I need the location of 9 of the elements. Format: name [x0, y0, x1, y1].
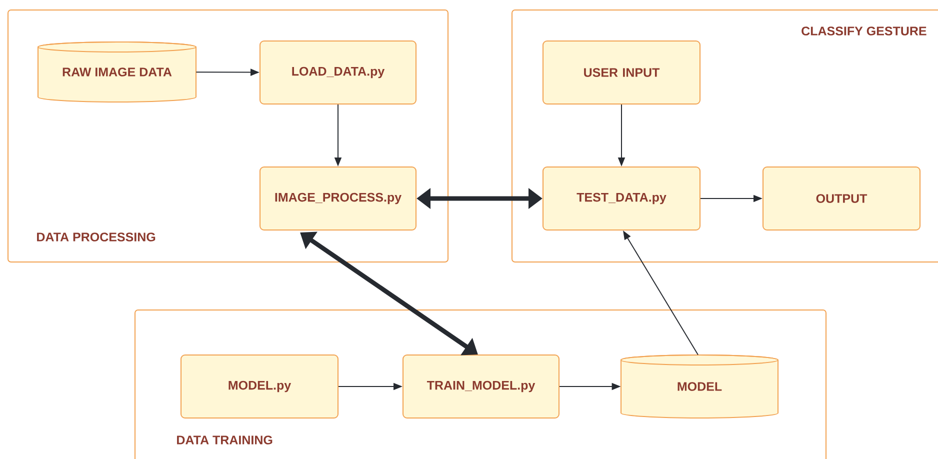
database-cylinder: MODEL	[620, 354, 778, 418]
database-cylinder: RAW IMAGE DATA	[38, 42, 196, 102]
process-box: TRAIN_MODEL.py	[402, 354, 560, 418]
process-box: USER INPUT	[542, 40, 700, 104]
process-box: LOAD_DATA.py	[260, 40, 416, 104]
process-box: IMAGE_PROCESS.py	[260, 166, 416, 230]
process-box: OUTPUT	[762, 166, 920, 230]
process-box: TEST_DATA.py	[542, 166, 700, 230]
process-box: MODEL.py	[180, 354, 338, 418]
